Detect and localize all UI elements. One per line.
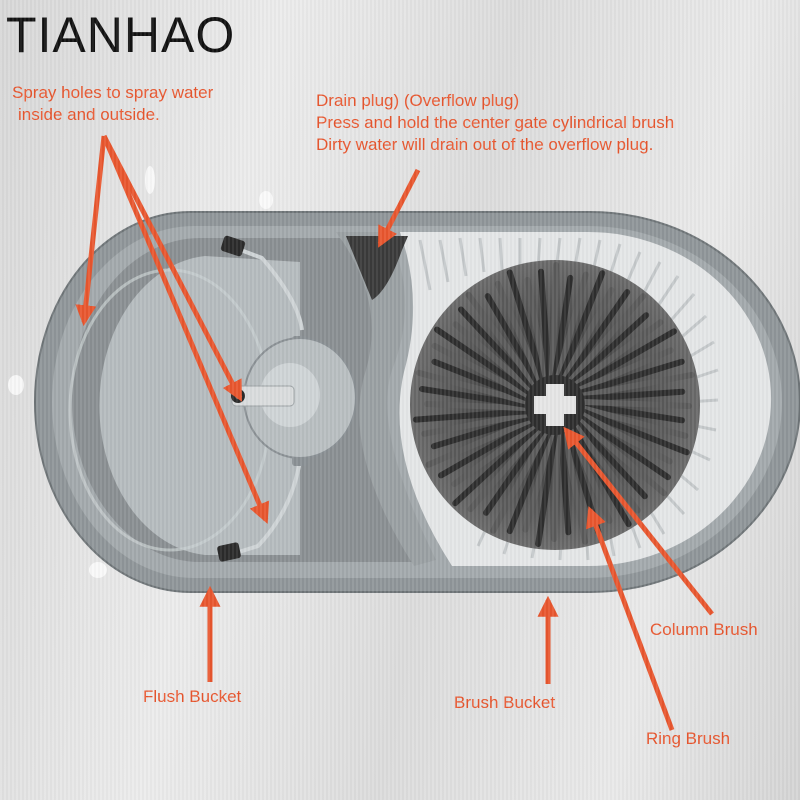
bristle [555, 271, 589, 381]
bristle [579, 408, 690, 456]
bristle [484, 293, 541, 387]
bristle [579, 405, 689, 439]
spray-arrow-inside [75, 135, 107, 327]
bristle [494, 280, 544, 385]
spray-holes-label-line2: inside and outside. [18, 105, 160, 125]
bristle [561, 287, 615, 382]
drain-plug-label-line1: Drain plug) (Overflow plug) [316, 91, 520, 110]
bristle [425, 416, 535, 468]
bristle [431, 358, 531, 402]
bristle [434, 326, 533, 396]
bristle [430, 414, 533, 450]
bristle [558, 429, 572, 536]
bristle [438, 419, 537, 479]
bristle [467, 425, 544, 513]
bristle [524, 277, 549, 382]
bristle [548, 262, 560, 381]
drain-plug-label: Drain plug) (Overflow plug) Press and ho… [316, 90, 674, 156]
bristle [566, 293, 647, 385]
column-brush-hub [534, 384, 576, 426]
bristle [431, 342, 532, 399]
bristle [452, 321, 535, 394]
bristle [577, 414, 671, 481]
spray-holes-label: Spray holes to spray water inside and ou… [12, 82, 213, 126]
column-brush-arrow [563, 426, 714, 616]
bristle [578, 371, 695, 399]
bristle [522, 429, 555, 533]
bristle [535, 430, 558, 547]
bristle [419, 386, 530, 408]
spray-pipe [225, 244, 304, 558]
drain-plug [346, 236, 408, 300]
column-brush-label: Column Brush [650, 620, 758, 639]
spray-arrow-lower [101, 135, 270, 524]
bristle [573, 328, 678, 391]
bristle [483, 427, 546, 516]
bristle [506, 429, 552, 535]
bristle [538, 268, 552, 381]
bristle [579, 388, 686, 402]
bristle [551, 429, 562, 542]
bristle [577, 358, 685, 396]
bristle [458, 306, 537, 391]
ring-brush-arrow [586, 506, 675, 731]
spray-arrow-upper [101, 134, 243, 402]
bristle [579, 398, 692, 409]
bristle [564, 289, 631, 383]
bristle [573, 419, 648, 500]
bristle [571, 421, 641, 514]
bristle [569, 312, 650, 387]
annotation-arrows [75, 134, 714, 731]
drain-arrow [377, 168, 421, 248]
bristle [424, 401, 531, 412]
bristle [452, 423, 541, 507]
bristle [412, 408, 531, 423]
bristle [415, 369, 531, 405]
bristle [575, 347, 674, 394]
spray-holes-label-line1: Spray holes to spray water [12, 83, 214, 102]
bristle [571, 319, 664, 389]
bristle [506, 269, 546, 383]
ring-brush-label: Ring Brush [646, 729, 731, 748]
water-droplets [8, 166, 273, 578]
flush-bucket-label: Flush Bucket [143, 687, 242, 706]
bristle [451, 421, 539, 487]
brush-bucket-label: Brush Bucket [454, 693, 556, 712]
bristle [465, 291, 539, 389]
bristle [552, 274, 574, 380]
drain-plug-label-line2: Press and hold the center gate cylindric… [316, 113, 675, 133]
bristle [558, 270, 606, 381]
bucket-divider [336, 232, 436, 566]
bristle [421, 411, 532, 437]
bristle [490, 428, 549, 534]
drain-plug-label-line3: Dirty water will drain out of the overfl… [316, 135, 654, 155]
bristle [578, 411, 673, 465]
bristle [561, 428, 589, 545]
bristle [580, 402, 686, 424]
brand-logo: TIANHAO [6, 7, 236, 63]
bristle [575, 416, 667, 497]
